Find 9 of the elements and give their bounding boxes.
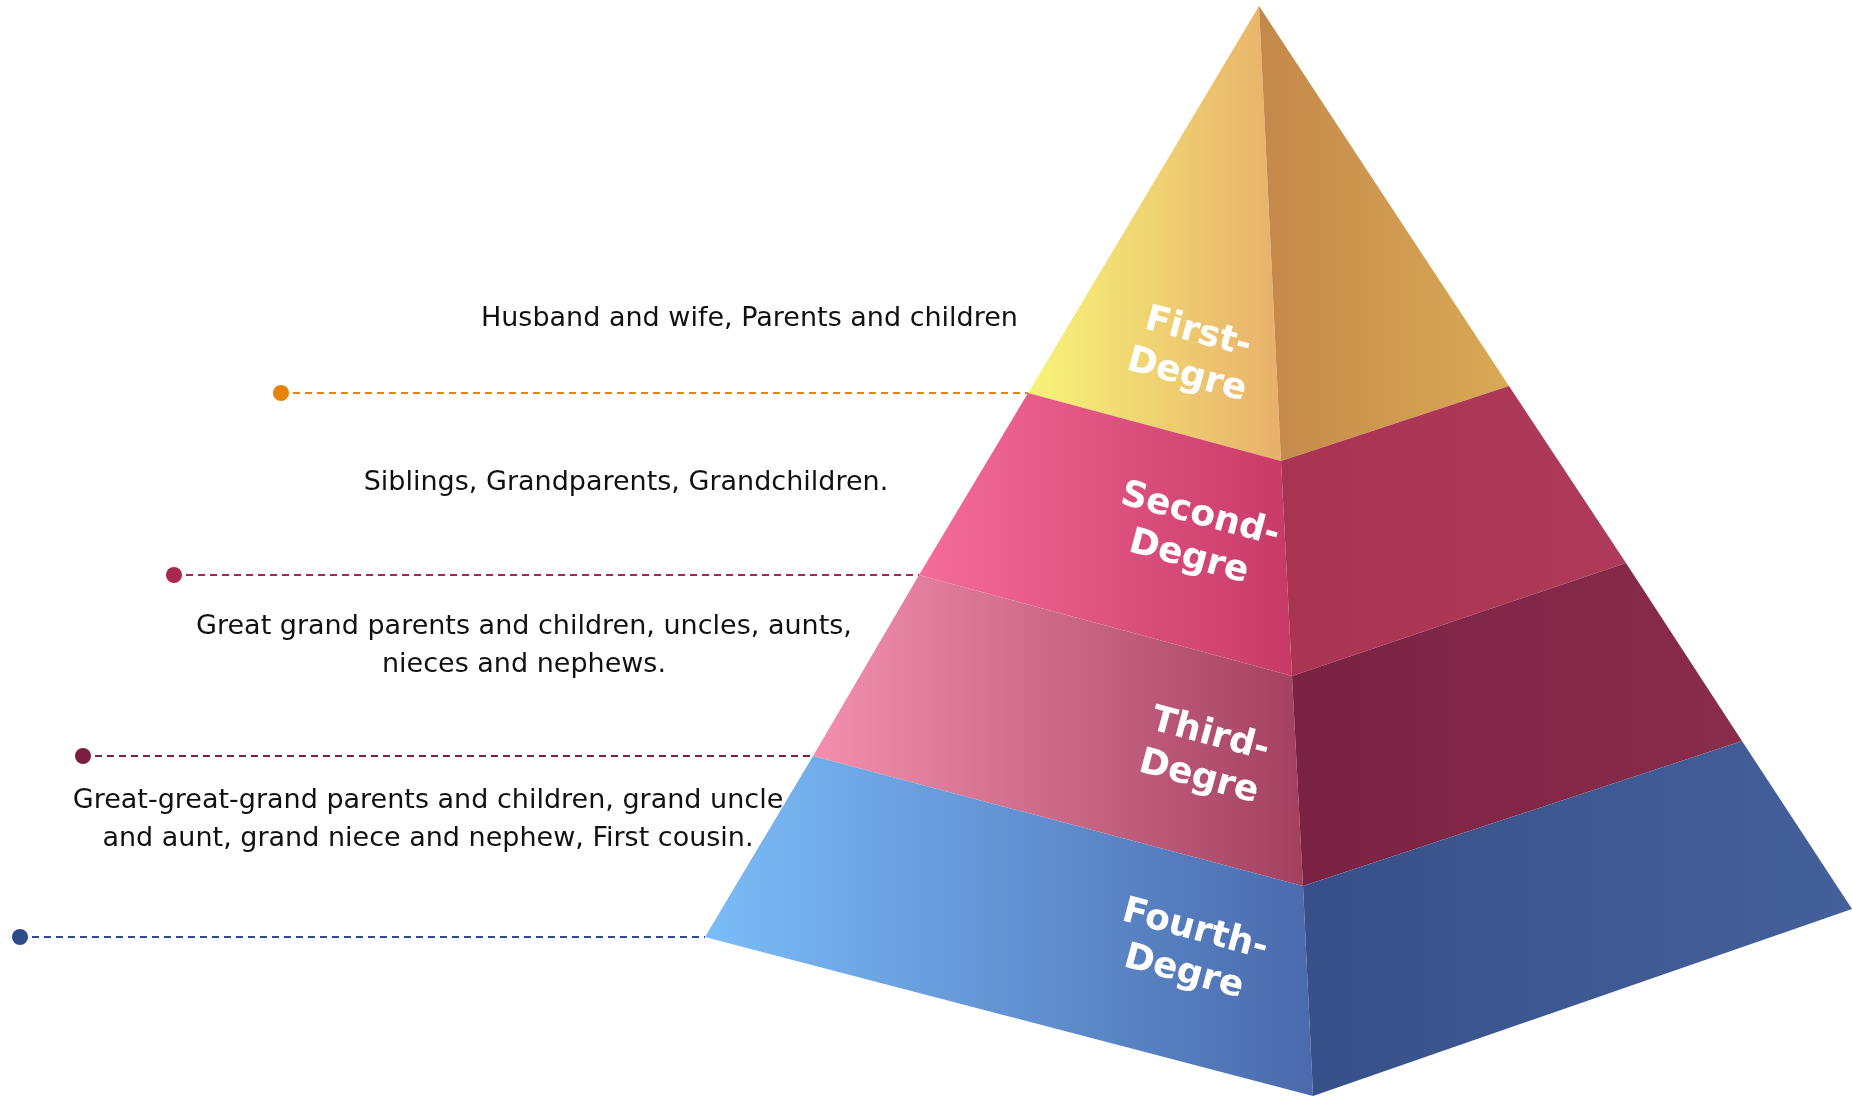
layer-label: Third- Degre (1134, 695, 1276, 813)
layer-label: First- Degre (1122, 295, 1258, 411)
description-text: Siblings, Grandparents, Grandchildren. (362, 464, 890, 498)
description-text: Great grand parents and children, uncles, aunts, nieces and nephews. (195, 608, 853, 680)
pyramid-layer (1028, 6, 1509, 461)
layer-label: Second- Degre (1115, 470, 1286, 593)
layer-label: Fourth- Degre (1117, 887, 1275, 1008)
description-text: Husband and wife, Parents and children (479, 300, 1018, 334)
description-text: Great-great-grand parents and children, grand uncle and aunt, grand niece and nephew, First cousin. (71, 782, 785, 854)
